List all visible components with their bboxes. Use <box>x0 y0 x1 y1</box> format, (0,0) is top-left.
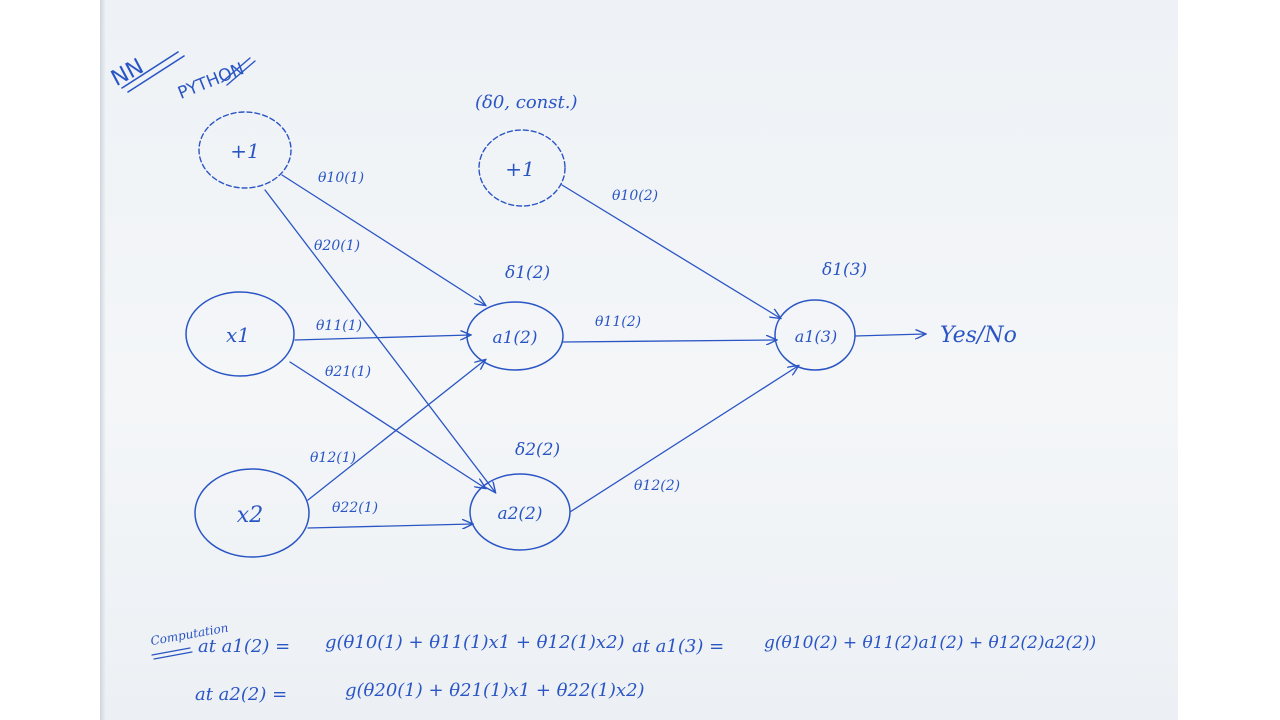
label-theta-10-1: θ10(1) <box>318 170 364 186</box>
edge-x2-to-a2 <box>307 524 472 528</box>
node-x2-label: x2 <box>237 503 263 528</box>
node-a1-output <box>774 299 856 371</box>
edge-bias-to-a2 <box>264 189 495 492</box>
label-theta-11-1: θ11(1) <box>316 318 362 334</box>
diagram-drawing: NN PYTHON <box>107 51 1096 705</box>
node-a1-output-delta: δ1(3) <box>822 260 867 280</box>
node-a2-hidden-label: a2(2) <box>497 504 542 524</box>
node-bias-input-label: +1 <box>230 139 259 163</box>
edge-a2-to-out <box>569 366 798 513</box>
output-label: Yes/No <box>940 323 1017 348</box>
computation-line2-lhs: at a2(2) = <box>195 684 287 705</box>
edge-out-arrow <box>854 334 925 336</box>
edge-x2-to-a1 <box>307 360 485 501</box>
heading-slash-1 <box>121 51 179 89</box>
node-bias-hidden <box>478 129 566 207</box>
node-a1-hidden <box>466 301 564 371</box>
node-x2 <box>194 468 310 558</box>
edge-a1-to-out <box>561 340 776 342</box>
heading-slash-3 <box>221 57 251 83</box>
edges <box>264 174 925 528</box>
computation-line3-lhs: at a1(3) = <box>632 636 724 657</box>
computation-underline-1 <box>151 647 191 656</box>
paper-edge-shadow <box>100 0 106 720</box>
node-bias-input <box>198 111 292 189</box>
edge-x1-to-a1 <box>294 335 470 341</box>
label-theta-10-2: θ10(2) <box>612 188 658 204</box>
node-a2-hidden-delta: δ2(2) <box>515 440 560 460</box>
edge-bias-to-a1 <box>281 174 485 305</box>
heading-python: PYTHON <box>175 59 247 104</box>
label-theta-11-2: θ11(2) <box>595 314 641 330</box>
node-a1-hidden-delta: δ1(2) <box>505 263 550 283</box>
paper-sheet: NN PYTHON <box>100 0 1178 720</box>
node-bias-hidden-label: +1 <box>505 157 534 181</box>
edge-labels: θ10(1) θ20(1) θ11(1) θ21(1) θ12(1) θ22(1… <box>310 170 680 516</box>
label-theta-12-1: θ12(1) <box>310 450 356 466</box>
node-a1-hidden-label: a1(2) <box>492 328 537 348</box>
computation-line1-lhs: at a1(2) = <box>198 636 290 657</box>
edge-x1-to-a2 <box>289 361 485 488</box>
node-x1-label: x1 <box>226 323 250 347</box>
node-a2-hidden <box>469 473 571 551</box>
node-bias-hidden-note: (δ0, const.) <box>475 92 577 113</box>
label-theta-21-1: θ21(1) <box>325 364 371 380</box>
label-theta-22-1: θ22(1) <box>332 500 378 516</box>
label-theta-20-1: θ20(1) <box>314 238 360 254</box>
node-a1-output-label: a1(3) <box>795 327 837 346</box>
computation-line3-rhs: g(θ10(2) + θ11(2)a1(2) + θ12(2)a2(2)) <box>764 633 1096 653</box>
computation-line2-rhs: g(θ20(1) + θ21(1)x1 + θ22(1)x2) <box>345 680 645 701</box>
heading-slash-4 <box>226 60 256 86</box>
heading-slash-2 <box>127 55 185 93</box>
label-theta-12-2: θ12(2) <box>634 478 680 494</box>
heading-nn: NN <box>107 54 148 92</box>
computation-underline-2 <box>153 651 193 660</box>
nodes: +1 +1 (δ0, const.) x1 x2 a1(2) δ1(2) a2(… <box>185 92 867 558</box>
node-x1 <box>185 291 295 377</box>
heading: NN PYTHON <box>107 51 256 104</box>
computation-line1-rhs: g(θ10(1) + θ11(1)x1 + θ12(1)x2) <box>325 632 625 653</box>
edge-bias2-to-out <box>561 184 780 318</box>
computation-section: Computation at a1(2) = g(θ10(1) + θ11(1)… <box>149 621 1096 705</box>
